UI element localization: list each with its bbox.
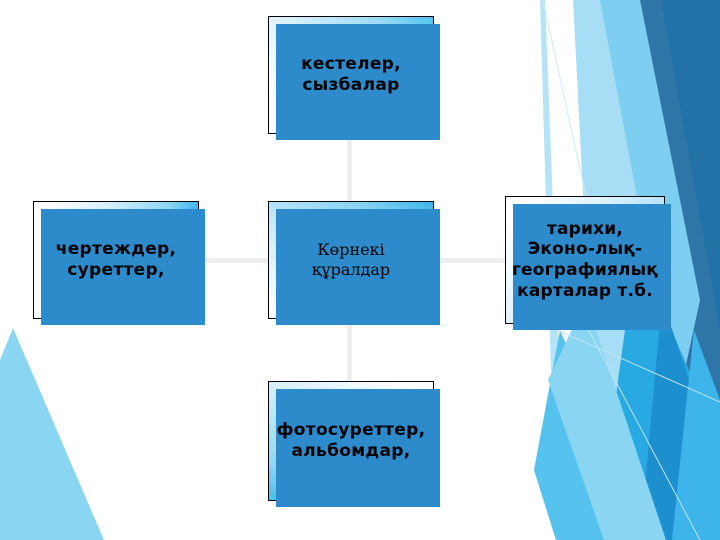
- node-photos-albums-label: фотосуреттер, альбомдар,: [276, 420, 426, 461]
- node-drawings-pictures[interactable]: чертеждер, суреттер,: [33, 201, 205, 325]
- connector-center-to-bottom: [348, 319, 351, 381]
- node-tables-charts[interactable]: кестелер, сызбалар: [268, 16, 440, 140]
- node-photos-albums[interactable]: фотосуреттер, альбомдар,: [268, 381, 440, 507]
- hairline-diagonal-b: [529, 317, 720, 403]
- node-visual-aids-center-label: Көрнекі құралдар: [311, 240, 391, 279]
- shape-bottom-left-wedge: [0, 328, 104, 540]
- connector-center-to-left: [199, 259, 268, 262]
- node-historical-maps[interactable]: тарихи, Эконо-лық- географиялық карталар…: [505, 196, 671, 330]
- node-historical-maps-label: тарихи, Эконо-лық- географиялық карталар…: [511, 218, 659, 301]
- node-visual-aids-center[interactable]: Көрнекі құралдар: [268, 201, 440, 325]
- shape-lower-pale: [548, 300, 666, 540]
- node-tables-charts-label: кестелер, сызбалар: [301, 54, 401, 95]
- shape-lower-sky: [534, 330, 650, 540]
- shape-lower-cyan-b: [640, 300, 720, 540]
- connector-center-to-top: [348, 134, 351, 201]
- node-drawings-pictures-label: чертеждер, суреттер,: [55, 239, 177, 280]
- connector-center-to-right: [434, 259, 505, 262]
- shape-lower-cyan-c: [672, 330, 720, 540]
